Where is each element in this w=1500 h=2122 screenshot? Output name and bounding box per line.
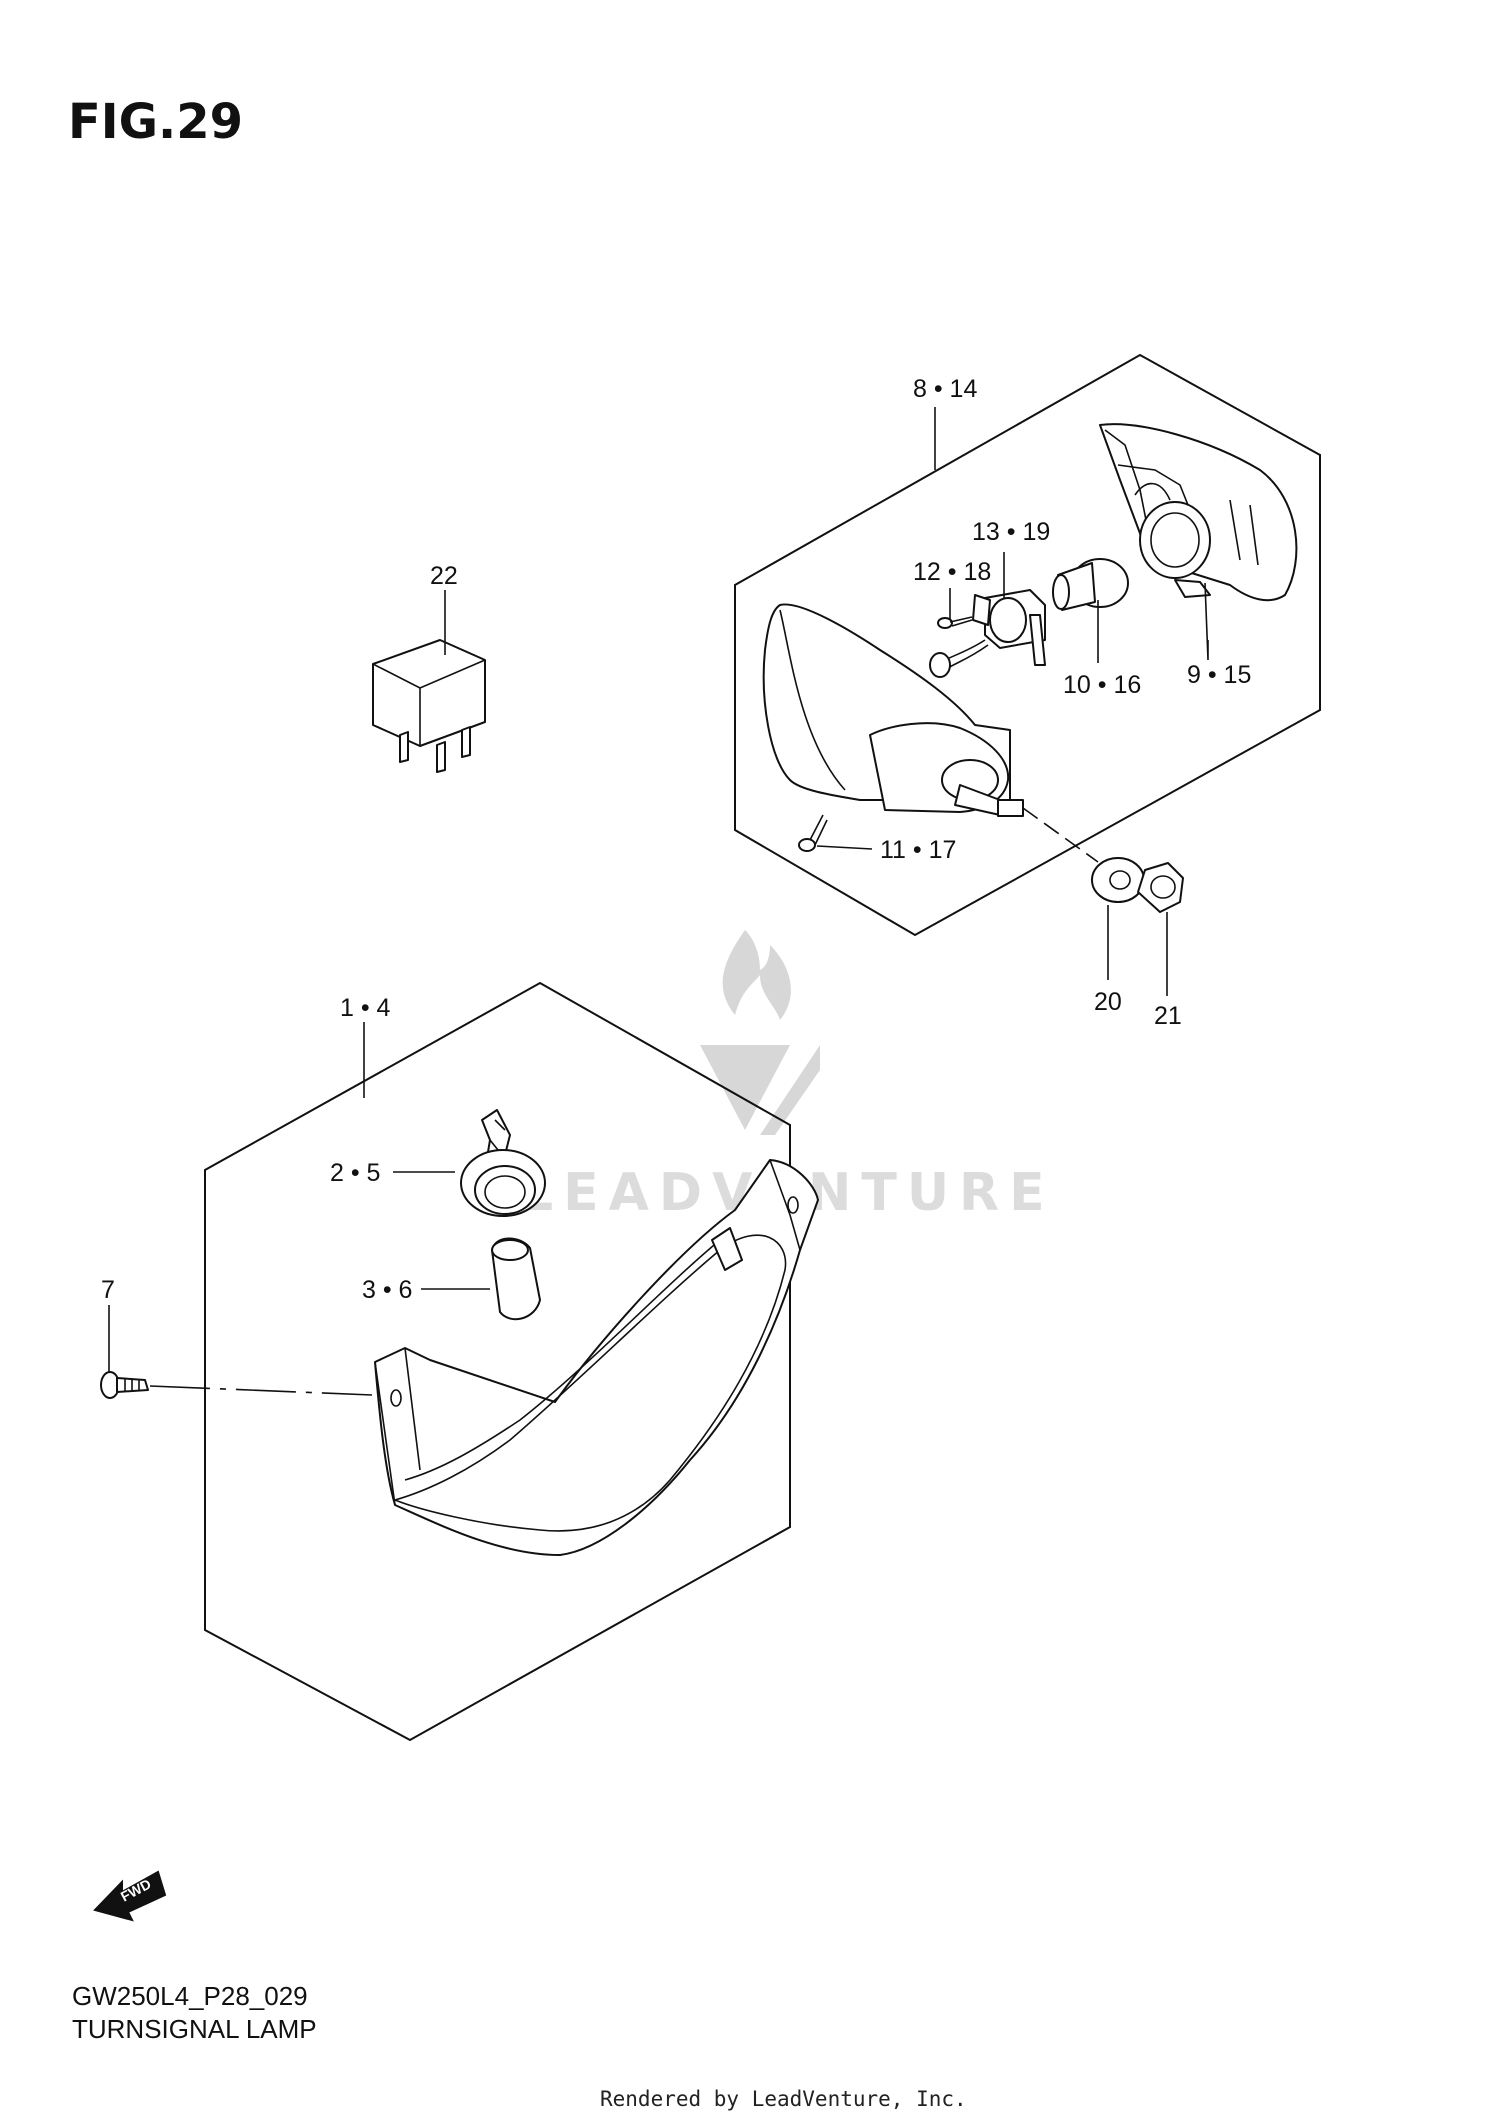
upper-assembly-outline [734, 353, 1321, 937]
leader-lines [108, 407, 1209, 1372]
callout-13-19: 13 • 19 [972, 518, 1050, 546]
screw-12-18 [937, 616, 973, 629]
screw-7-axis-line [149, 1385, 373, 1396]
callout-22: 22 [430, 562, 458, 590]
assembly-axis-line [1022, 807, 1099, 863]
bulb-3-6 [491, 1237, 541, 1321]
relay-22 [372, 639, 486, 773]
nut-21 [1137, 862, 1184, 913]
lower-assembly-outline [204, 981, 791, 1742]
callout-12-18: 12 • 18 [913, 558, 991, 586]
rear-lens-cover [1099, 423, 1298, 602]
callout-8-14: 8 • 14 [913, 375, 977, 403]
callout-21: 21 [1154, 1002, 1182, 1030]
callout-7: 7 [101, 1276, 115, 1304]
front-turn-signal-lamp [374, 1159, 819, 1556]
figure-name: TURNSIGNAL LAMP [72, 2014, 317, 2044]
figure-title: FIG.29 [68, 94, 243, 150]
callout-10-16: 10 • 16 [1063, 671, 1141, 699]
turn-signal-housing [762, 603, 1024, 817]
callout-1-4: 1 • 4 [340, 994, 391, 1022]
callout-20: 20 [1094, 988, 1122, 1016]
model-code: GW250L4_P28_029 [72, 1981, 308, 2011]
fwd-arrow-icon: FWD [93, 1870, 167, 1922]
callout-11-17: 11 • 17 [880, 836, 956, 864]
bulb-10-16 [1052, 558, 1129, 611]
socket-2-5 [460, 1109, 546, 1217]
washer-20 [1091, 857, 1145, 903]
screw-11-17 [798, 814, 828, 852]
rendered-by: Rendered by LeadVenture, Inc. [600, 2087, 967, 2111]
socket-wire [944, 639, 989, 669]
callout-2-5: 2 • 5 [330, 1159, 380, 1187]
socket-13-19 [972, 589, 1046, 666]
callout-9-15: 9 • 15 [1187, 661, 1251, 689]
screw-7 [100, 1371, 149, 1399]
callout-3-6: 3 • 6 [362, 1276, 412, 1304]
